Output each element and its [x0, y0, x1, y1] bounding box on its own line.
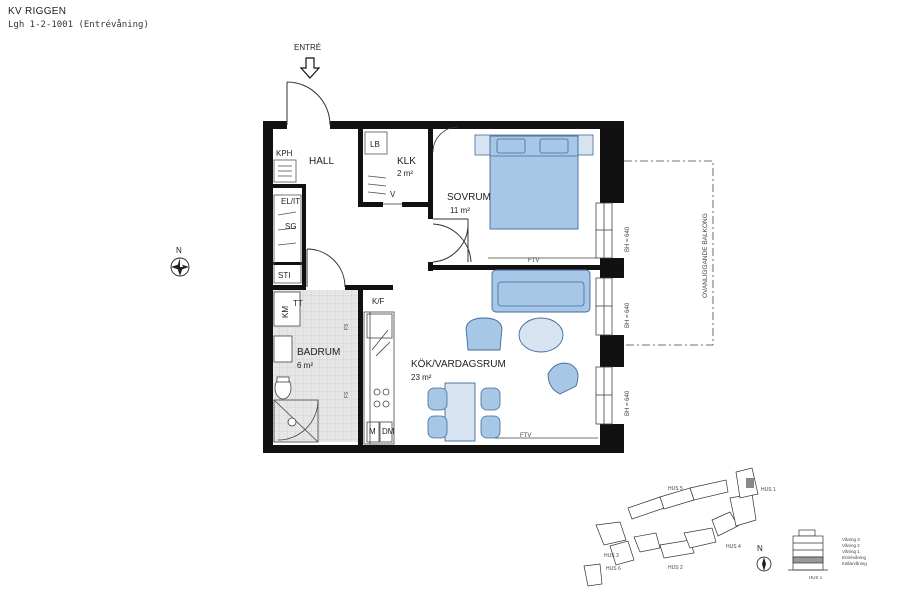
- km-label: KM: [281, 306, 290, 318]
- dm-label: DM: [382, 427, 395, 436]
- balcony-outline: [624, 160, 714, 346]
- sg-label: SG: [285, 222, 297, 231]
- sovrum-room-area: 11 m²: [450, 206, 470, 215]
- bedroom-ftv-label: FTV: [528, 258, 539, 264]
- m-label: M: [369, 427, 376, 436]
- el-it-label: EL/IT: [281, 197, 300, 206]
- project-name: KV RIGGEN: [8, 6, 67, 17]
- balcony-label: OVANLIGGANDE BALKONG: [702, 213, 709, 298]
- lb-label: LB: [370, 140, 380, 149]
- site-hus6: HUS 6: [606, 566, 621, 572]
- section-level-5: Källarvåning: [842, 560, 867, 566]
- title-block: KV RIGGEN Lgh 1-2-1001 (Entrévåning): [8, 6, 149, 30]
- interior-walls: [273, 129, 600, 445]
- site-compass-n: N: [757, 544, 763, 553]
- armchair-1: [465, 317, 503, 351]
- entrance-label: ENTRÉ: [294, 43, 321, 52]
- hall-room-name: HALL: [309, 156, 334, 167]
- sovrum-room-name: SOVRUM: [447, 192, 491, 203]
- closet-door: [383, 126, 459, 205]
- fs-label-1: FS: [344, 323, 350, 330]
- kok-room-area: 23 m²: [411, 373, 432, 382]
- window-height-1: BH = 640: [625, 226, 631, 252]
- kitchen-counter: [363, 311, 395, 445]
- living-ftv-label: FTV: [520, 433, 531, 439]
- site-hus2: HUS 2: [668, 565, 683, 571]
- site-hus1: HUS 1: [761, 487, 776, 493]
- bedroom-ftv: FTV: [488, 257, 598, 264]
- badrum-room-name: BADRUM: [297, 347, 340, 358]
- kf-label: K/F: [372, 297, 385, 306]
- windows: [595, 202, 613, 425]
- v-label: V: [390, 190, 396, 199]
- section-level-4: Entrévåning: [842, 554, 867, 560]
- section-caption: HUS 1: [809, 575, 823, 580]
- exterior-walls: [263, 121, 624, 453]
- bedroom-door-swing: [432, 223, 472, 263]
- badrum-room-area: 6 m²: [297, 361, 313, 370]
- dining-table: [427, 382, 501, 442]
- coffee-table: [518, 317, 564, 353]
- klk-shelves: [364, 131, 388, 195]
- tt-label: TT: [293, 299, 303, 308]
- living-ftv: FTV: [495, 433, 598, 439]
- site-hus3: HUS 3: [604, 553, 619, 559]
- section-diagram: [788, 529, 828, 571]
- klk-room-area: 2 m²: [397, 169, 413, 178]
- section-level-1: Våning 3: [842, 536, 860, 542]
- site-compass-icon: [756, 556, 772, 572]
- site-plan: [583, 467, 759, 587]
- window-height-2: BH = 640: [625, 302, 631, 328]
- entrance-door: [286, 81, 331, 126]
- klk-room-name: KLK: [397, 156, 416, 167]
- site-hus5: HUS 5: [668, 486, 683, 492]
- armchair-2: [547, 362, 579, 395]
- bathroom-door: [306, 248, 346, 288]
- compass-n-label: N: [176, 246, 182, 255]
- section-level-3: Våning 1: [842, 548, 860, 554]
- fs-label-2: FS: [344, 391, 350, 398]
- hall-wardrobe: [273, 159, 302, 284]
- site-plan-highlight: [746, 478, 754, 488]
- bed: [474, 134, 594, 230]
- compass-icon: [170, 257, 190, 277]
- sti-label: STI: [278, 271, 290, 280]
- kph-label: KPH: [276, 149, 293, 158]
- sofa: [491, 269, 591, 313]
- bathroom-fixtures: [273, 291, 319, 443]
- site-hus4: HUS 4: [726, 544, 741, 550]
- entrance-arrow-icon: [299, 57, 321, 79]
- bedroom-door: [432, 218, 469, 263]
- kok-room-name: KÖK/VARDAGSRUM: [411, 358, 506, 370]
- window-height-3: BH = 640: [625, 390, 631, 416]
- section-level-2: Våning 2: [842, 542, 860, 548]
- unit-designation: Lgh 1-2-1001 (Entrévåning): [8, 20, 149, 30]
